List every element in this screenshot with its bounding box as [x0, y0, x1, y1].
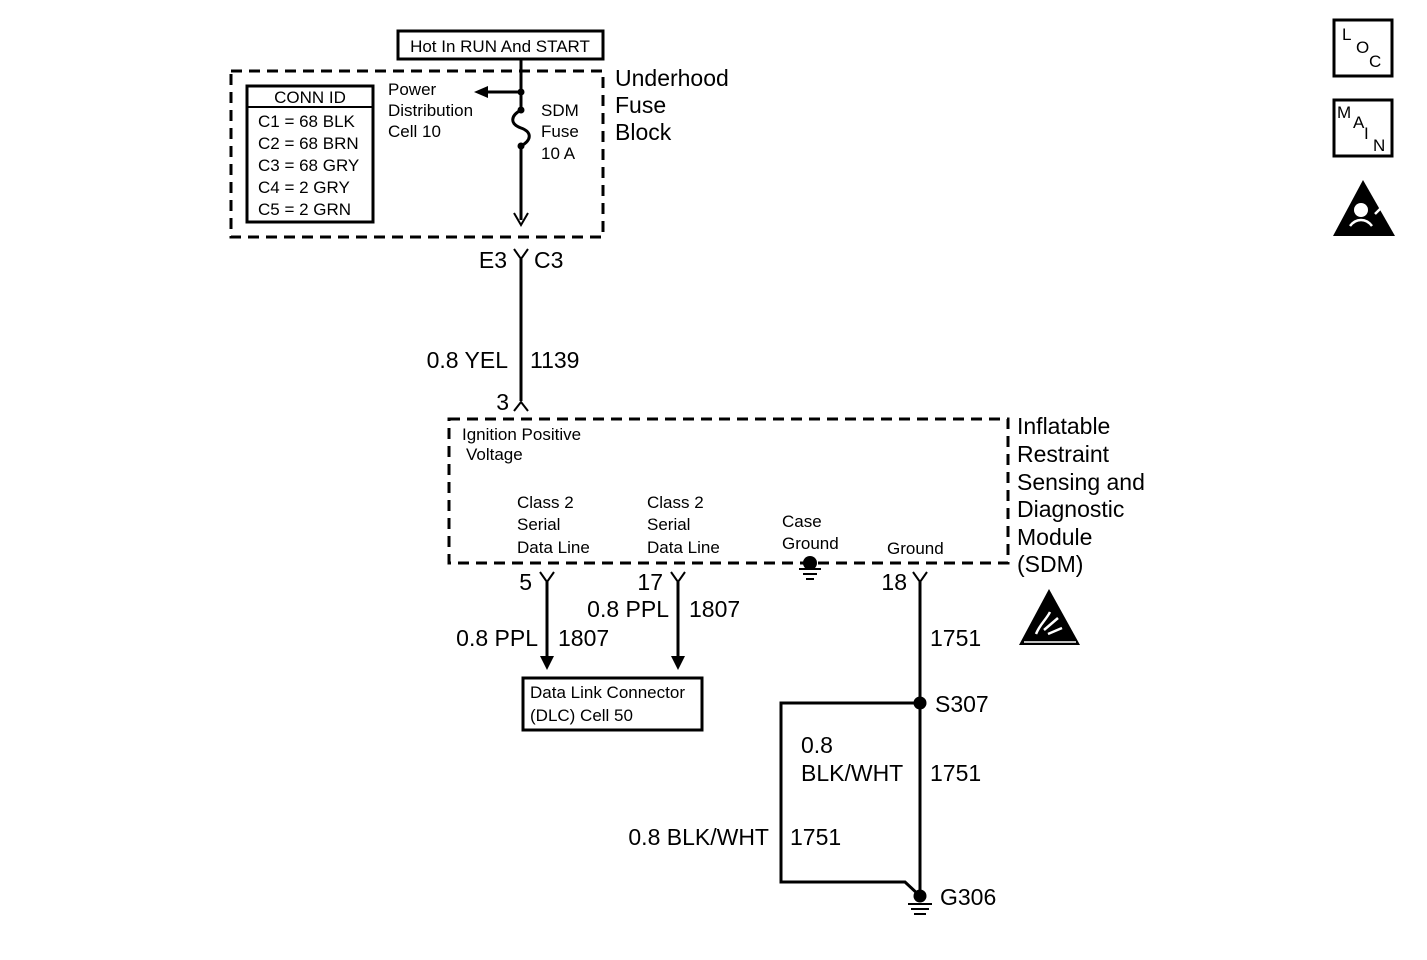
- main-button[interactable]: M A I N: [1332, 98, 1394, 158]
- conn-id-row: C2 = 68 BRN: [258, 134, 359, 153]
- wire-1807-a-size-color: 0.8 PPL: [456, 625, 538, 651]
- wire-gnd-inner-circuit: 1751: [930, 760, 981, 786]
- connector-icon: [912, 571, 928, 584]
- wire-1807-b-size-color: 0.8 PPL: [587, 596, 669, 622]
- splice-s307-label: S307: [935, 691, 989, 717]
- conn-id-row: C1 = 68 BLK: [258, 112, 356, 131]
- ground-label: Ground: [887, 539, 944, 558]
- dlc-label: Data Link Connector (DLC) Cell 50: [530, 683, 690, 725]
- sdm-name: Inflatable Restraint Sensing and Diagnos…: [1017, 413, 1151, 577]
- class2-data-line-label: Class 2 Serial Data Line: [647, 493, 720, 557]
- fuse-block-outline: [229, 69, 605, 239]
- class2-data-line-label: Class 2 Serial Data Line: [517, 493, 590, 557]
- sdm-outline: [447, 417, 1010, 565]
- connector-icon: [513, 400, 529, 412]
- wire-1751-circuit: 1751: [930, 625, 981, 651]
- case-ground-label: Case Ground: [782, 512, 839, 553]
- connector-icon: [670, 571, 686, 584]
- wire-1139-size-color: 0.8 YEL: [427, 347, 509, 373]
- hot-label-box: [396, 29, 605, 61]
- esd-warning-icon[interactable]: [1333, 180, 1395, 236]
- svg-text:A: A: [1353, 113, 1365, 132]
- sdm-pin-5: 5: [519, 569, 532, 595]
- esd-sensitive-icon: [1019, 589, 1080, 645]
- wire-1807-a: 0.8 PPL 1807: [456, 571, 609, 670]
- fuse-block: Hot In RUN And START Underhood Fuse Bloc…: [229, 29, 735, 273]
- case-ground-icon: [799, 556, 821, 580]
- sdm-pin-3: 3: [496, 389, 509, 415]
- svg-text:M: M: [1337, 103, 1351, 122]
- ground-wiring: 1751 S307 0.8 BLK/WHT 1751 0.8 BLK/WHT 1…: [628, 571, 996, 915]
- dlc-box: Data Link Connector (DLC) Cell 50: [521, 676, 704, 732]
- sdm-pin-17: 17: [637, 569, 663, 595]
- conn-id-row: C3 = 68 GRY: [258, 156, 359, 175]
- wire-gnd-outer-size-color: 0.8 BLK/WHT: [628, 824, 769, 850]
- connector-icon: [539, 571, 555, 584]
- arrow-down-icon: [540, 656, 554, 670]
- connector-icon: [513, 248, 529, 261]
- arrow-down-icon: [671, 656, 685, 670]
- loc-button[interactable]: L O C: [1332, 18, 1394, 78]
- sdm-pin-18: 18: [881, 569, 907, 595]
- terminal-c3: C3: [534, 247, 563, 273]
- conn-id-row: C4 = 2 GRY: [258, 178, 350, 197]
- svg-text:C: C: [1369, 52, 1381, 71]
- fuse-block-name: Underhood Fuse Block: [615, 65, 735, 145]
- svg-text:L: L: [1342, 25, 1351, 44]
- wire-gnd-inner-size: 0.8 BLK/WHT: [801, 732, 903, 786]
- terminal-e3: E3: [479, 247, 507, 273]
- wire-1807-b-circuit: 1807: [689, 596, 740, 622]
- svg-text:I: I: [1364, 124, 1369, 143]
- wire-1139: 0.8 YEL 1139 3: [427, 259, 579, 415]
- svg-text:N: N: [1373, 136, 1385, 155]
- svg-text:O: O: [1356, 38, 1369, 57]
- wire-1807-b: 0.8 PPL 1807: [587, 571, 740, 670]
- ground-g306-label: G306: [940, 884, 996, 910]
- power-distribution-arrow-icon: [474, 86, 488, 98]
- sdm-fuse-label: SDM Fuse 10 A: [541, 101, 584, 163]
- sdm-module: Inflatable Restraint Sensing and Diagnos…: [447, 413, 1151, 645]
- power-distribution-label: Power Distribution Cell 10: [388, 80, 478, 141]
- wire-1139-circuit: 1139: [530, 347, 579, 373]
- fuse-symbol-icon: [511, 108, 531, 148]
- ignition-positive-voltage-label: Ignition Positive Voltage: [462, 425, 586, 464]
- wire-gnd-outer-circuit: 1751: [790, 824, 841, 850]
- conn-id-row: C5 = 2 GRN: [258, 200, 351, 219]
- conn-id-title: CONN ID: [274, 88, 346, 107]
- wire-1807-a-circuit: 1807: [558, 625, 609, 651]
- hot-label: Hot In RUN And START: [410, 37, 590, 56]
- conn-id-table: CONN ID C1 = 68 BLK C2 = 68 BRN C3 = 68 …: [245, 84, 375, 224]
- ground-g306-icon: [908, 889, 932, 915]
